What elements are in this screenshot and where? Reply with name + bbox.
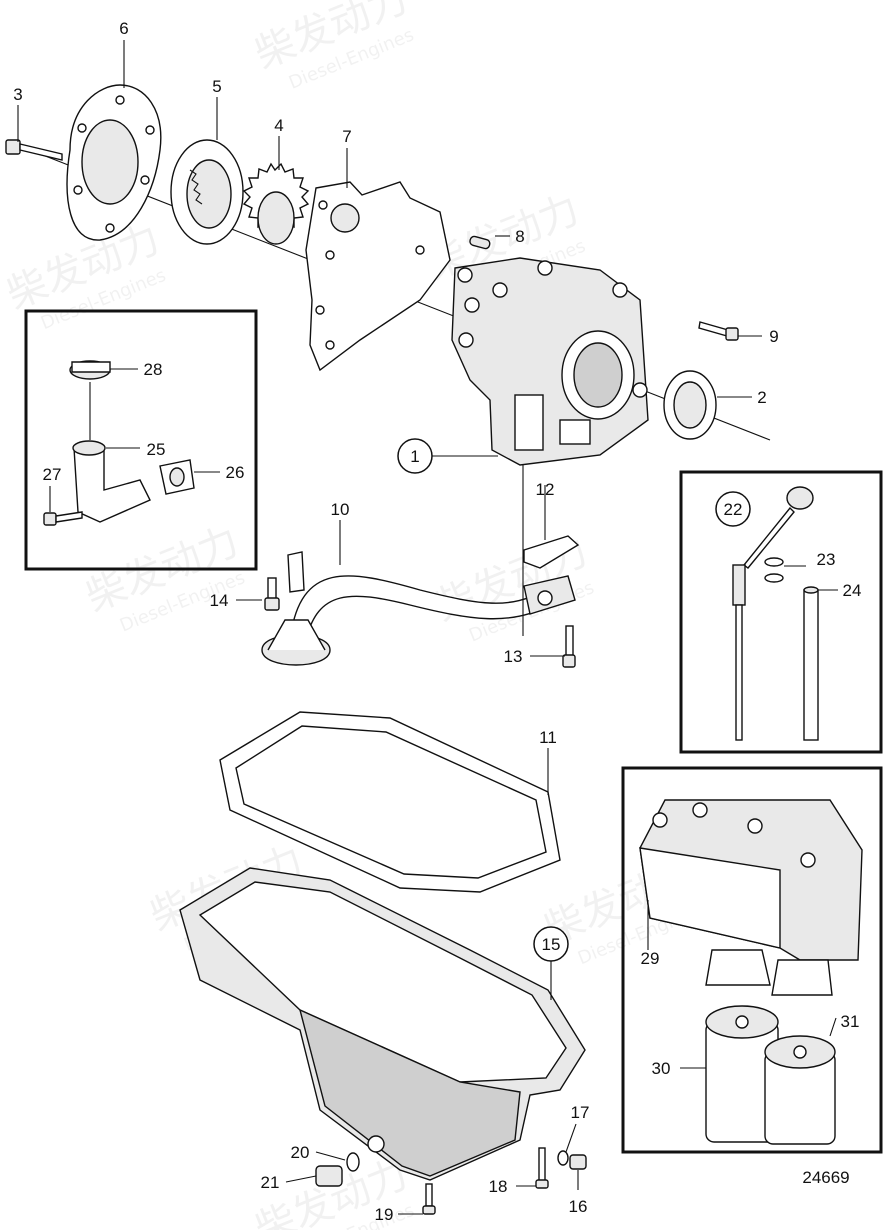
filter-housing-part-29 <box>639 799 863 996</box>
callout-24: 24 <box>843 581 862 600</box>
oil-pump-housing-part-1 <box>451 257 649 466</box>
dipstick-part-22 <box>732 486 814 741</box>
pipe-flange-part <box>523 575 576 615</box>
callout-labels: 1 2 3 4 5 6 7 8 9 10 11 12 13 14 15 16 1… <box>13 19 861 1224</box>
callout-circle-1 <box>397 438 433 474</box>
callout-8: 8 <box>515 227 524 246</box>
bolt-part-18 <box>535 1147 549 1189</box>
callout-15: 15 <box>542 935 561 954</box>
callout-20: 20 <box>291 1143 310 1162</box>
sealing-washer-part-20 <box>346 1152 360 1172</box>
callout-22: 22 <box>724 500 743 519</box>
callout-28: 28 <box>144 360 163 379</box>
screw-part-27 <box>43 511 83 526</box>
figure-number: 24669 <box>802 1168 849 1187</box>
callout-18: 18 <box>489 1177 508 1196</box>
oil-suction-pipe-part-10 <box>261 575 549 666</box>
callout-5: 5 <box>212 77 221 96</box>
callout-26: 26 <box>226 463 245 482</box>
o-rings-part-23 <box>764 557 784 583</box>
oil-pan-gasket-part-11 <box>219 711 561 893</box>
bolt-part-3 <box>5 139 63 161</box>
callout-12: 12 <box>536 480 555 499</box>
callout-1: 1 <box>410 447 419 466</box>
callout-27: 27 <box>43 465 62 484</box>
bolt-part-19 <box>422 1183 436 1215</box>
plug-part-16 <box>569 1154 587 1170</box>
callout-3: 3 <box>13 85 22 104</box>
dipstick-tube-part-24 <box>803 586 819 741</box>
callout-circle-15 <box>533 926 569 962</box>
callout-13: 13 <box>504 647 523 666</box>
flange-plate-part-6 <box>66 84 162 241</box>
callout-16: 16 <box>569 1197 588 1216</box>
inset-dipstick-box <box>679 470 883 754</box>
callout-23: 23 <box>817 550 836 569</box>
callout-circle-22 <box>715 491 751 527</box>
callout-19: 19 <box>375 1205 394 1224</box>
gasket-part-26 <box>159 459 195 495</box>
oil-pan-part-15 <box>179 867 586 1181</box>
callout-4: 4 <box>274 116 283 135</box>
dowel-pin-part-8 <box>469 235 491 250</box>
oil-filter-part-31 <box>764 1035 836 1145</box>
cover-gasket-part-7 <box>305 181 451 372</box>
callout-14: 14 <box>210 591 229 610</box>
washer-part-17 <box>557 1150 569 1166</box>
seal-ring-part-2 <box>663 370 717 440</box>
inset-oil-filter-box <box>621 766 883 1154</box>
callout-17: 17 <box>571 1103 590 1122</box>
inset-oil-filler-box <box>24 309 258 571</box>
filler-cap-part-28 <box>69 360 111 380</box>
callout-9: 9 <box>769 327 778 346</box>
callout-25: 25 <box>147 440 166 459</box>
callout-2: 2 <box>757 388 766 407</box>
outer-gear-part-4 <box>242 162 310 245</box>
callout-10: 10 <box>331 500 350 519</box>
drain-plug-part-21 <box>315 1165 343 1187</box>
oil-filter-part-30 <box>705 1005 779 1143</box>
bracket-bolt-part-14 <box>264 551 305 611</box>
callout-29: 29 <box>641 949 660 968</box>
filler-pipe-part-25 <box>72 440 151 523</box>
callout-31: 31 <box>841 1012 860 1031</box>
callout-7: 7 <box>342 127 351 146</box>
callout-6: 6 <box>119 19 128 38</box>
pipe-gasket-part-12 <box>523 535 580 569</box>
callout-11: 11 <box>539 728 557 747</box>
callout-21: 21 <box>261 1173 280 1192</box>
inner-gear-ring-part-5 <box>170 139 244 245</box>
leader-lines <box>17 40 838 1215</box>
bolt-part-9 <box>698 321 739 341</box>
bolt-part-13 <box>562 625 576 668</box>
callout-30: 30 <box>652 1059 671 1078</box>
